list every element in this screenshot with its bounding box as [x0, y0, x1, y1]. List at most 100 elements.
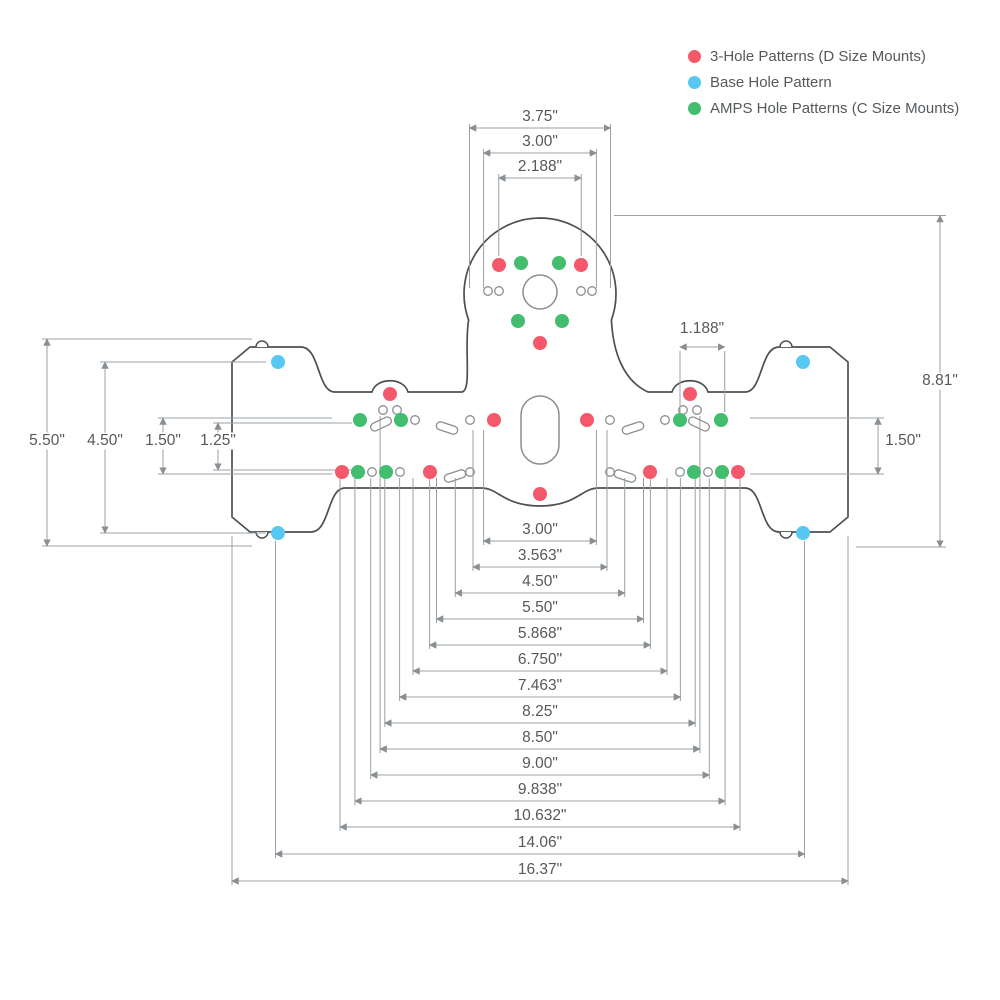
hole-d-size	[335, 465, 349, 479]
slot-hole	[435, 421, 459, 435]
hole-amps	[555, 314, 569, 328]
d-size-dot-icon	[688, 50, 701, 63]
legend-item-d-size: 3-Hole Patterns (D Size Mounts)	[688, 48, 959, 65]
label-mask	[81, 432, 129, 450]
center-dome-hole	[522, 274, 558, 310]
label-mask	[916, 372, 964, 390]
hole-amps	[511, 314, 525, 328]
slot-hole	[443, 469, 467, 483]
slot-hole	[688, 416, 710, 432]
plain-hole	[692, 405, 702, 415]
dim-label-bottom-13: 16.37"	[518, 861, 562, 878]
dim-label-bottom-3: 5.50"	[522, 599, 558, 616]
hole-amps	[673, 413, 687, 427]
dim-label-left-3: 1.25"	[200, 432, 236, 449]
dim-label-bottom-9: 9.00"	[522, 755, 558, 772]
dimension-labels-group: 3.75" 3.00" 2.188" 3.00" 3.563" 4.50" 5.50" 5.8…	[23, 108, 964, 878]
dim-label-bottom-0: 3.00"	[522, 521, 558, 538]
slot-hole	[613, 469, 637, 483]
extension-lines-group	[42, 124, 946, 885]
hole-d-size	[574, 258, 588, 272]
label-mask	[139, 432, 187, 450]
hole-amps	[552, 256, 566, 270]
dim-label-bottom-5: 6.750"	[518, 651, 562, 668]
hole-base	[796, 526, 810, 540]
cap-tab	[779, 340, 793, 348]
plain-hole	[660, 415, 670, 425]
plain-hole	[410, 415, 420, 425]
slot-hole	[621, 421, 645, 435]
hole-d-size	[533, 336, 547, 350]
plain-hole	[587, 286, 597, 296]
legend-item-base: Base Hole Pattern	[688, 74, 959, 91]
label-mask	[23, 432, 71, 450]
dim-label-top-2: 2.188"	[518, 158, 562, 175]
dim-label-bottom-8: 8.50"	[522, 729, 558, 746]
pattern-holes-group	[271, 256, 810, 540]
plain-hole	[605, 415, 615, 425]
dim-label-bottom-1: 3.563"	[518, 547, 562, 564]
plain-hole	[392, 405, 402, 415]
hole-amps	[687, 465, 701, 479]
dim-label-amps-width: 1.188"	[680, 320, 724, 337]
plain-hole	[703, 467, 713, 477]
dim-label-bottom-10: 9.838"	[518, 781, 562, 798]
amps-dot-icon	[688, 102, 701, 115]
plain-holes-group	[367, 286, 713, 483]
base-dot-icon	[688, 76, 701, 89]
hole-amps	[353, 413, 367, 427]
hole-amps	[394, 413, 408, 427]
hole-d-size	[423, 465, 437, 479]
hole-base	[796, 355, 810, 369]
plain-hole	[367, 467, 377, 477]
dim-label-bottom-2: 4.50"	[522, 573, 558, 590]
cap-tab	[779, 531, 793, 539]
legend-label: 3-Hole Patterns (D Size Mounts)	[710, 48, 926, 65]
plain-hole	[494, 286, 504, 296]
legend-label: AMPS Hole Patterns (C Size Mounts)	[710, 100, 960, 117]
dim-label-top-1: 3.00"	[522, 133, 558, 150]
plain-hole	[465, 415, 475, 425]
label-mask	[194, 432, 242, 450]
dim-label-row-spacing: 1.50"	[885, 432, 921, 449]
hole-d-size	[580, 413, 594, 427]
dim-label-bottom-7: 8.25"	[522, 703, 558, 720]
hole-d-size	[683, 387, 697, 401]
hole-d-size	[731, 465, 745, 479]
dim-label-top-0: 3.75"	[522, 108, 558, 125]
hole-amps	[514, 256, 528, 270]
plain-hole	[576, 286, 586, 296]
legend-item-amps: AMPS Hole Patterns (C Size Mounts)	[688, 100, 959, 117]
plain-hole	[483, 286, 493, 296]
hole-amps	[351, 465, 365, 479]
plain-hole	[378, 405, 388, 415]
hole-amps	[379, 465, 393, 479]
legend-label: Base Hole Pattern	[710, 74, 832, 91]
hole-d-size	[533, 487, 547, 501]
hole-d-size	[492, 258, 506, 272]
dim-label-left-0: 5.50"	[29, 432, 65, 449]
dimension-lines-group	[43, 124, 944, 885]
plain-hole	[675, 467, 685, 477]
dim-label-left-2: 1.50"	[145, 432, 181, 449]
dim-label-bottom-6: 7.463"	[518, 677, 562, 694]
hole-amps	[714, 413, 728, 427]
dim-label-bottom-4: 5.868"	[518, 625, 562, 642]
slot-hole	[370, 416, 392, 432]
plate-outline	[231, 217, 849, 533]
dim-label-left-1: 4.50"	[87, 432, 123, 449]
legend: 3-Hole Patterns (D Size Mounts) Base Hole…	[688, 48, 959, 117]
hole-base	[271, 526, 285, 540]
dim-label-bottom-12: 14.06"	[518, 834, 562, 851]
hole-d-size	[643, 465, 657, 479]
dim-label-overall-height: 8.81"	[922, 372, 958, 389]
hole-base	[271, 355, 285, 369]
center-oval-opening	[520, 395, 560, 465]
hole-d-size	[487, 413, 501, 427]
plain-hole	[395, 467, 405, 477]
cap-tab	[255, 340, 269, 348]
hole-amps	[715, 465, 729, 479]
dim-label-bottom-11: 10.632"	[514, 807, 567, 824]
